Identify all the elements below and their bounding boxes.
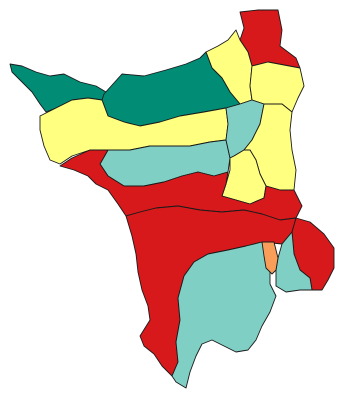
region-orange-small[interactable]	[261, 241, 279, 275]
